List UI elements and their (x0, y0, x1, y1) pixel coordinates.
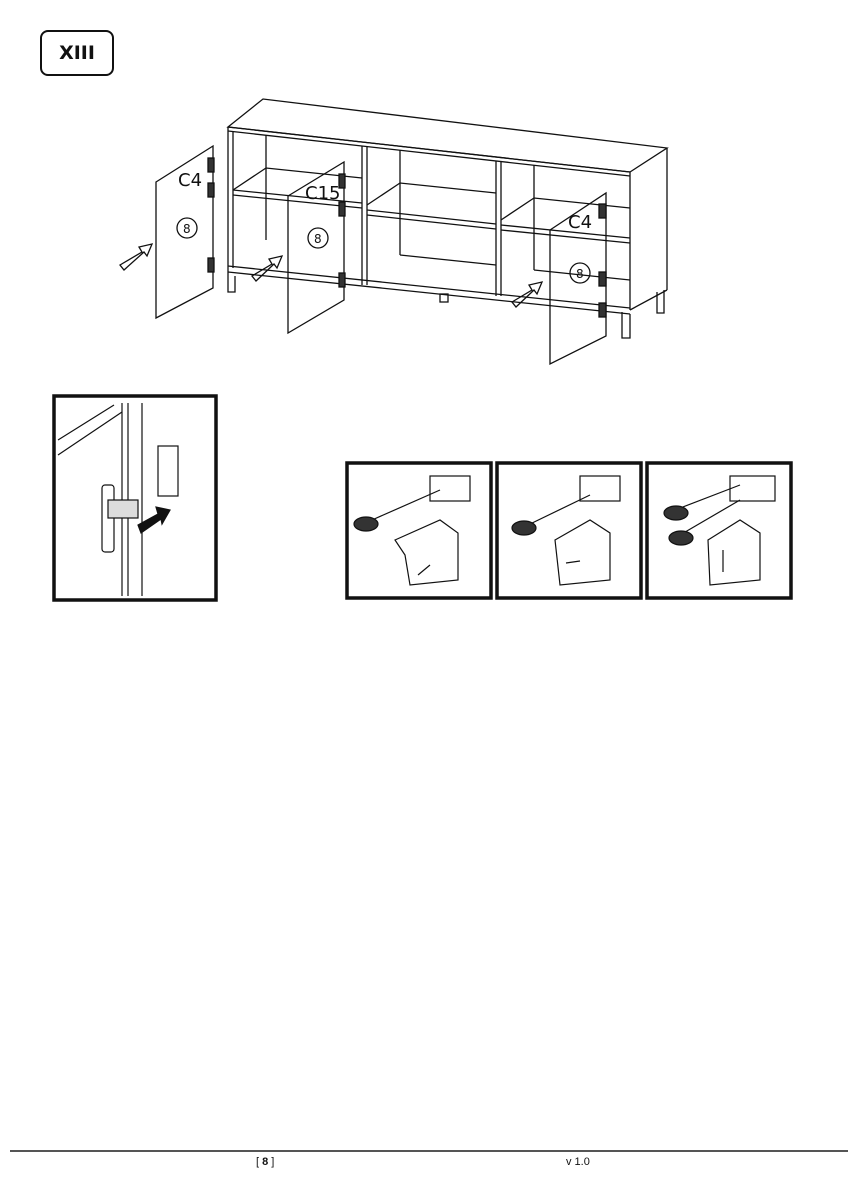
step-badge: XIII (40, 30, 114, 76)
part-label-c4-left: C4 (178, 170, 202, 191)
part-label-c15: C15 (305, 183, 340, 204)
arrow-icon (119, 243, 544, 308)
page-number-value: 8 (262, 1156, 269, 1168)
door-middle (287, 160, 346, 335)
adjustment-inset-height (645, 461, 793, 600)
step-number: XIII (59, 42, 95, 64)
footer-divider (10, 1150, 848, 1152)
door-right (549, 191, 607, 366)
page-number: [ 8 ] (256, 1156, 274, 1168)
door-number-right: 8 (576, 267, 584, 281)
hinge-detail-inset (52, 394, 218, 602)
part-label-c4-right: C4 (568, 212, 592, 233)
door-number-middle: 8 (314, 232, 322, 246)
adjustment-inset-side (495, 461, 643, 600)
bracket-close: ] (268, 1156, 275, 1168)
bracket-open: [ (256, 1156, 263, 1168)
version-label: v 1.0 (566, 1156, 590, 1168)
adjustment-inset-depth (345, 461, 493, 600)
door-left (155, 144, 215, 320)
door-number-left: 8 (183, 222, 191, 236)
